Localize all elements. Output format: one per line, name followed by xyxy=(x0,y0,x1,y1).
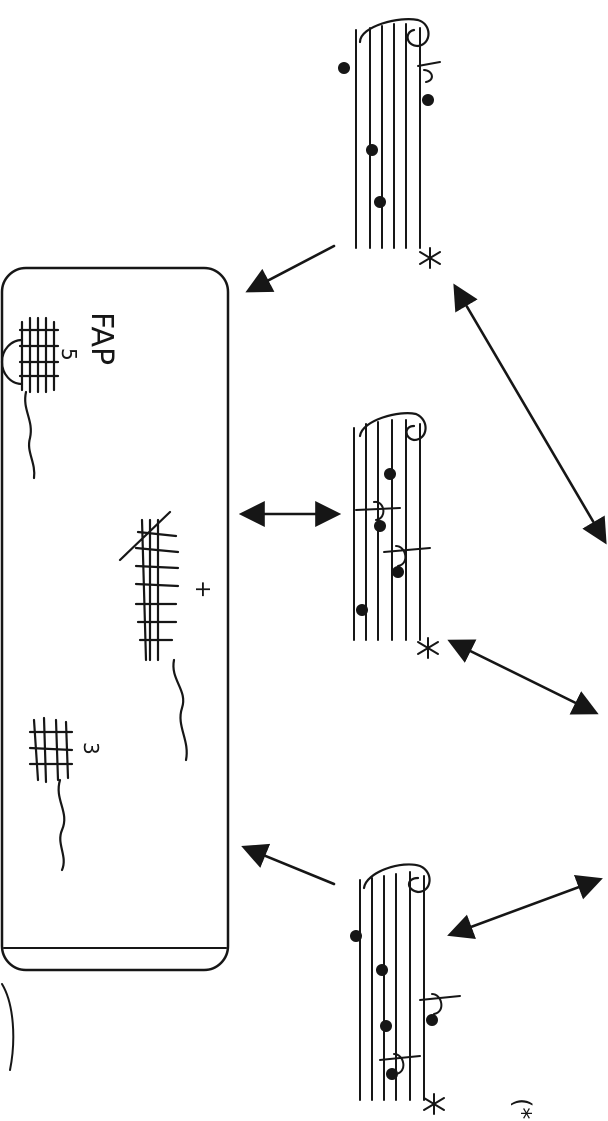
sharp-icon xyxy=(423,1093,445,1115)
box-annotations: FAP 5 + 3 (* xyxy=(57,312,536,1119)
flat-icon xyxy=(379,1053,421,1075)
flat-icon xyxy=(417,61,441,83)
sharp-icon xyxy=(419,247,441,269)
arrows xyxy=(238,244,607,939)
treble-clef-icon xyxy=(358,412,427,442)
note-plus-mark: + xyxy=(190,580,215,598)
arrow-icon xyxy=(453,283,607,545)
arrow-icon xyxy=(245,244,336,293)
flat-icon xyxy=(419,993,461,1015)
chord-cluster-top xyxy=(0,316,60,480)
chord-cluster-bottom xyxy=(28,716,74,872)
footnote-mark: (* xyxy=(508,1098,536,1119)
treble-clef-icon xyxy=(362,863,431,894)
staff-1 xyxy=(338,18,441,269)
stray-mark xyxy=(1,983,15,1071)
flat-icon xyxy=(355,500,401,521)
staff-2 xyxy=(353,412,439,659)
staff-3 xyxy=(350,863,461,1115)
arrow-icon xyxy=(447,875,603,939)
tremolo-figure xyxy=(118,510,188,762)
phrase-box xyxy=(0,266,230,972)
flat-icon xyxy=(383,545,431,567)
box-label: FAP xyxy=(84,312,119,365)
fingering-3: 3 xyxy=(79,742,103,755)
fingering-5: 5 xyxy=(57,348,81,361)
arrow-icon xyxy=(241,843,336,886)
treble-clef-icon xyxy=(358,18,430,48)
sharp-icon xyxy=(417,637,439,659)
arrow-icon xyxy=(447,639,599,715)
